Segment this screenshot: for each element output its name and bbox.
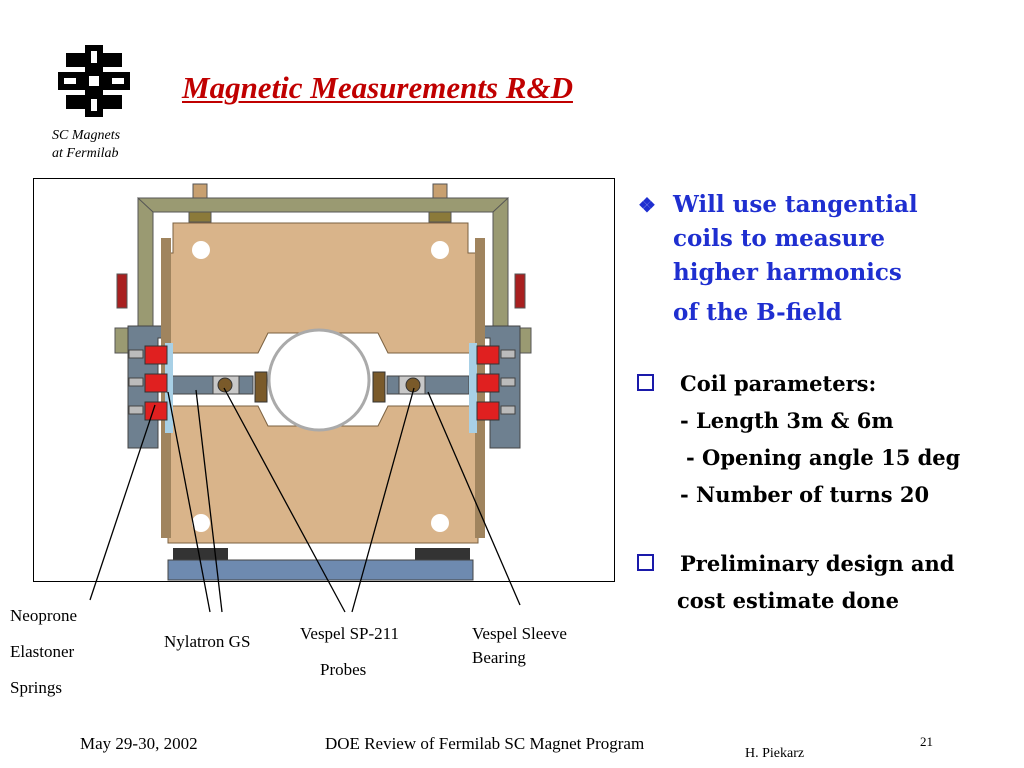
- label-vespel-probe-line2: Probes: [320, 660, 367, 679]
- footer-date: May 29-30, 2002: [80, 734, 198, 753]
- diamond-bullet-icon: ❖: [638, 193, 656, 217]
- coil-angle: - Opening angle 15 deg: [686, 445, 961, 470]
- logo-caption-line2: at Fermilab: [52, 146, 119, 161]
- coil-length: - Length 3m & 6m: [680, 408, 894, 433]
- logo-caption-line1: SC Magnets: [52, 128, 121, 143]
- coil-params-title: Coil parameters:: [680, 371, 877, 396]
- prelim-line2: cost estimate done: [677, 588, 900, 613]
- label-vespel-sleeve-line2: Bearing: [472, 648, 526, 667]
- label-neoprene-line1: Neoprone: [10, 606, 78, 625]
- label-neoprene-line3: Springs: [10, 678, 62, 697]
- prelim-line1: Preliminary design and: [680, 551, 955, 576]
- main-bullet-line4: of the B-field: [673, 299, 842, 326]
- logo-caption: SC Magnets at Fermilab: [52, 127, 142, 163]
- main-bullet-line2: coils to measure: [673, 225, 886, 252]
- main-bullet-line3: higher harmonics: [673, 259, 902, 286]
- footer-title: DOE Review of Fermilab SC Magnet Program: [325, 734, 645, 753]
- slide-title: Magnetic Measurements R&D: [182, 70, 573, 105]
- label-vespel-probe-line1: Vespel SP-211: [300, 624, 400, 643]
- coil-turns: - Number of turns 20: [680, 482, 930, 507]
- main-bullet-line1: Will use tangential: [673, 191, 918, 218]
- label-vespel-sleeve-line1: Vespel Sleeve: [472, 624, 567, 643]
- footer-author: H. Piekarz: [745, 746, 805, 761]
- square-bullet-icon: [637, 554, 654, 571]
- label-nylatron: Nylatron GS: [164, 632, 251, 651]
- magnet-cross-section-drawing: [33, 178, 615, 582]
- label-neoprene-line2: Elastoner: [10, 642, 75, 661]
- square-bullet-icon: [637, 374, 654, 391]
- fermilab-logo: [58, 45, 130, 117]
- page-number: 21: [920, 734, 933, 749]
